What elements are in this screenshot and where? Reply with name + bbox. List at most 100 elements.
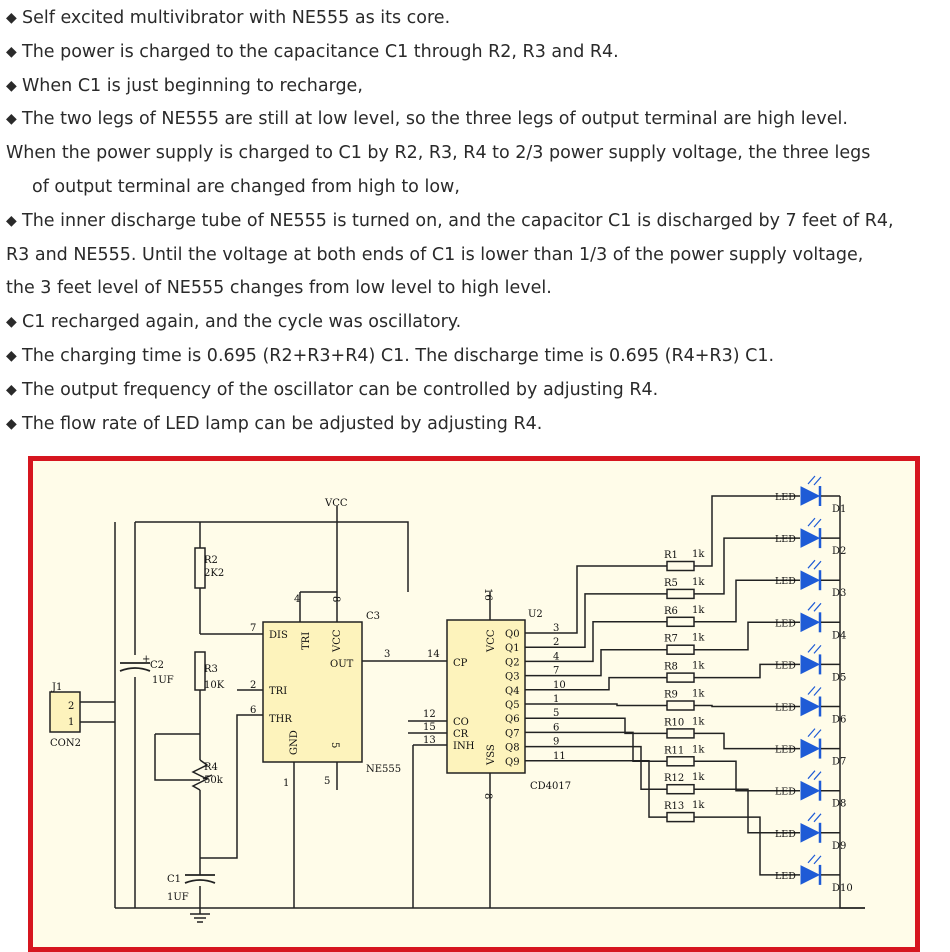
led-icon xyxy=(800,738,821,759)
q-pin-number: 1 xyxy=(553,694,559,705)
led-ref: D8 xyxy=(832,799,846,810)
channel-resistor xyxy=(666,700,695,711)
channel-resistor-ref: R10 xyxy=(664,717,684,728)
channel-led-wire xyxy=(694,579,800,623)
cd4017-chip: U2 CP CO CR INH VCC VSS 14 12 15 13 16 8… xyxy=(423,588,571,799)
channel-resistor-ref: R9 xyxy=(664,690,678,701)
svg-text:DIS: DIS xyxy=(269,630,288,641)
led-label: LED xyxy=(775,703,796,714)
led-label: LED xyxy=(775,745,796,756)
channel-resistor-ref: R12 xyxy=(664,773,684,784)
diamond-bullet-icon: ◆ xyxy=(6,381,17,398)
svg-text:THR: THR xyxy=(269,714,292,725)
led-ref: D2 xyxy=(832,546,846,557)
channel-resistor-value: 1k xyxy=(692,772,705,783)
description-bullet: ◆ Self excited multivibrator with NE555 a… xyxy=(6,2,946,36)
bullet-continuation: the 3 feet level of NE555 changes from l… xyxy=(6,278,552,299)
j1-pin: 1 xyxy=(68,717,74,728)
led-icon xyxy=(800,696,821,717)
diamond-bullet-icon: ◆ xyxy=(6,77,17,94)
q-pin-number: 10 xyxy=(553,680,566,691)
svg-text:NE555: NE555 xyxy=(366,764,401,775)
led-label: LED xyxy=(775,534,796,545)
led-ref: D4 xyxy=(832,630,846,641)
channel-resistor xyxy=(666,811,695,823)
q-output-label: Q1 xyxy=(505,643,520,654)
led-ref: D6 xyxy=(832,715,846,726)
svg-text:CR: CR xyxy=(453,729,469,740)
diamond-bullet-icon: ◆ xyxy=(6,111,17,128)
channel-wire xyxy=(525,648,667,677)
led-common-rail xyxy=(839,496,865,909)
channel-resistor-ref: R13 xyxy=(664,801,684,812)
q-pin-number: 2 xyxy=(553,637,559,648)
bullet-text: The flow rate of LED lamp can be adjuste… xyxy=(22,413,543,434)
channel-resistor xyxy=(666,644,695,655)
diamond-bullet-icon: ◆ xyxy=(6,212,17,229)
diamond-bullet-icon: ◆ xyxy=(6,43,17,60)
svg-text:R3: R3 xyxy=(204,664,218,675)
q-pin-number: 3 xyxy=(553,623,559,634)
led-light-arrow-icon xyxy=(807,854,822,865)
led-ref: D9 xyxy=(832,841,846,852)
bullet-text: Self excited multivibrator with NE555 as… xyxy=(22,8,451,28)
channel-led-wire xyxy=(694,621,800,651)
q-pin-number: 9 xyxy=(553,737,559,748)
channel-resistor-value: 1k xyxy=(692,800,705,811)
svg-text:2K2: 2K2 xyxy=(204,568,224,579)
connector-j1: J1 2 1 CON2 xyxy=(49,682,115,749)
svg-text:5: 5 xyxy=(324,776,330,787)
description-bullet: ◆C1 recharged again, and the cycle was o… xyxy=(6,306,946,340)
led-icon xyxy=(800,780,821,801)
led-icon xyxy=(800,612,821,633)
diamond-bullet-icon: ◆ xyxy=(6,415,17,432)
q-output-label: Q7 xyxy=(505,728,520,739)
channel-wire xyxy=(525,565,667,634)
led-label: LED xyxy=(775,787,796,798)
capacitor-c2: + C2 1UF xyxy=(118,654,174,686)
led-label: LED xyxy=(775,660,796,671)
bullet-text: The output frequency of the oscillator c… xyxy=(22,379,659,400)
j1-name: CON2 xyxy=(50,738,81,749)
bullet-text: When C1 is just beginning to recharge, xyxy=(22,75,363,96)
led-light-arrow-icon xyxy=(807,812,822,823)
channel-wire xyxy=(525,703,667,707)
description-bullet: ◆ The flow rate of LED lamp can be adjust… xyxy=(6,408,946,442)
led-icon xyxy=(800,822,821,843)
q-pin-number: 6 xyxy=(553,722,559,733)
svg-text:VCC: VCC xyxy=(332,629,343,653)
q-pin-number: 11 xyxy=(553,751,566,762)
led-icon xyxy=(800,528,821,548)
bullet-text: The charging time is 0.695 (R2+R3+R4) C1… xyxy=(22,345,775,366)
led-label: LED xyxy=(775,492,796,503)
svg-text:CP: CP xyxy=(453,658,468,669)
channel-wire xyxy=(525,676,667,691)
potentiometer-r4: R4 50k xyxy=(191,759,224,791)
svg-text:5: 5 xyxy=(329,742,340,748)
ground-icon xyxy=(190,908,210,923)
channel-resistor-value: 1k xyxy=(692,549,705,560)
channel-resistor-ref: R11 xyxy=(664,745,684,756)
svg-text:7: 7 xyxy=(250,623,256,634)
channel-led-wire xyxy=(694,788,800,834)
svg-text:8: 8 xyxy=(330,596,341,602)
led-label: LED xyxy=(775,618,796,629)
diamond-bullet-icon: ◆ xyxy=(6,314,17,331)
q-output-label: Q0 xyxy=(505,629,520,640)
led-label: LED xyxy=(775,829,796,840)
svg-text:4: 4 xyxy=(294,594,300,605)
led-ref: D7 xyxy=(832,757,846,768)
svg-text:14: 14 xyxy=(427,649,440,660)
led-light-arrow-icon xyxy=(807,728,822,738)
led-light-arrow-icon xyxy=(807,686,822,696)
svg-text:OUT: OUT xyxy=(330,659,354,670)
bullet-continuation: R3 and NE555. Until the voltage at both … xyxy=(6,244,864,265)
vcc-label: VCC xyxy=(324,498,348,509)
led-light-arrow-icon xyxy=(807,559,822,570)
diamond-bullet-icon: ◆ xyxy=(6,10,17,26)
svg-text:15: 15 xyxy=(423,722,436,733)
channel-resistor-ref: R1 xyxy=(664,550,678,561)
channel-led-wire xyxy=(694,816,800,876)
channel-resistor xyxy=(666,783,695,795)
